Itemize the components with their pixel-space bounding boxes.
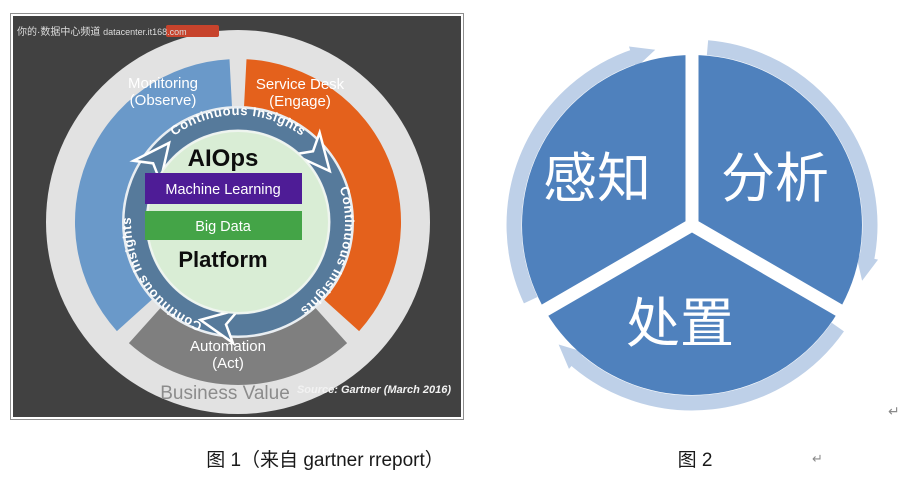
insights-ring: [124, 108, 352, 336]
figure-2-cycle-diagram[interactable]: 感知 分析 处置: [485, 15, 905, 415]
cycle-arrow-left-to-top: [506, 46, 656, 304]
sector-label-analyze: 分析: [721, 149, 829, 209]
paragraph-return-icon: ↵: [812, 451, 823, 466]
big-data-box: [145, 211, 302, 240]
automation-label-line1: Automation: [190, 338, 266, 355]
divider-lower-left: [531, 219, 696, 322]
watermark: 你的·数据中心频道 datacenter.it168.com: [17, 25, 187, 38]
figure-1-aiops-diagram[interactable]: Continuous Insights Continuous Insights …: [10, 13, 464, 420]
monitoring-label-line1: Monitoring: [128, 75, 198, 92]
sector-label-handle: 处置: [626, 294, 734, 354]
aiops-diagram-canvas: Continuous Insights Continuous Insights …: [13, 16, 461, 417]
sector-label-perceive: 感知: [543, 149, 651, 209]
source-note: Source: Gartner (March 2016): [297, 384, 451, 396]
cycle-arrow-right-to-left: [558, 322, 844, 411]
figure-2-caption: 图 2: [677, 450, 713, 471]
automation-label-line2: (Act): [212, 355, 244, 372]
figure-1-caption: 图 1（来自 gartner rreport）: [206, 450, 444, 471]
machine-learning-label: Machine Learning: [165, 182, 280, 198]
paragraph-return-icon: ↵: [888, 403, 900, 419]
watermark-highlight: [166, 25, 219, 37]
divider-lower-right: [688, 219, 853, 322]
service-desk-label-line2: (Engage): [269, 93, 331, 110]
watermark-site: datacenter.it168.com: [103, 27, 187, 37]
machine-learning-box: [145, 173, 302, 204]
service-desk-label-line1: Service Desk: [256, 76, 345, 93]
aiops-title: AIOps: [188, 145, 259, 172]
cycle-diagram-canvas: 感知 分析 处置: [506, 40, 879, 411]
big-data-label: Big Data: [195, 219, 252, 235]
monitoring-label-line2: (Observe): [130, 92, 197, 109]
watermark-prefix: 你的·数据中心频道: [17, 25, 103, 38]
cycle-arrow-top-to-right: [706, 40, 879, 281]
platform-label: Platform: [178, 247, 267, 272]
business-value-label: Business Value: [160, 383, 290, 404]
